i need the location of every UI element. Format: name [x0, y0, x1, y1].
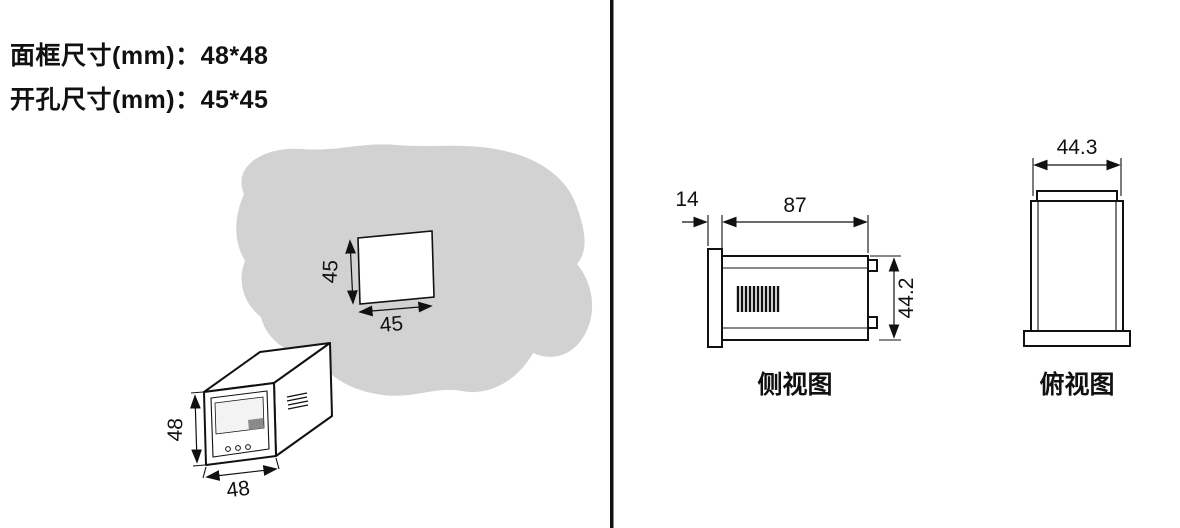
- side-view-drawing: 14 87 44.2 侧视图: [675, 188, 918, 399]
- body-depth-dim-label: 87: [783, 194, 806, 217]
- side-view-title: 侧视图: [757, 370, 832, 399]
- meter-width-dim-label: 48: [225, 477, 251, 503]
- header-text-block: 面框尺寸(mm)：48*48 开孔尺寸(mm)：45*45: [10, 34, 268, 122]
- ext-line: [202, 466, 207, 479]
- side-view-flange: [707, 248, 723, 348]
- meter-front-bezel: [210, 390, 270, 458]
- top-width-dim-label: 44.3: [1057, 136, 1098, 159]
- top-view-flange: [1023, 330, 1131, 347]
- header-cutout-size-text: 开孔尺寸(mm)：45*45: [10, 86, 269, 114]
- side-view-clip-top: [867, 259, 878, 272]
- panel-cutout-hole: [357, 230, 435, 305]
- cutout-height-dim-line: [345, 239, 358, 305]
- top-view-lip: [1036, 190, 1118, 202]
- top-view-title: 俯视图: [1039, 370, 1114, 399]
- ext-line: [190, 391, 204, 394]
- side-view-clip-bottom: [867, 316, 878, 329]
- meter-width-dim-line: [205, 465, 278, 481]
- meter-buttons: [225, 444, 251, 452]
- meter-3d-drawing: 48 48: [164, 342, 333, 503]
- meter-display-shade: [248, 418, 264, 430]
- meter-height-dim-line: [189, 394, 203, 464]
- header-frame-size-text: 面框尺寸(mm)：48*48: [10, 42, 269, 70]
- side-view-vent-grille: [736, 286, 780, 312]
- flange-depth-dim-label: 14: [675, 188, 699, 211]
- ext-line: [192, 464, 206, 467]
- cutout-width-dim-line: [358, 301, 433, 317]
- meter-side-vent: [286, 392, 309, 410]
- panel-cutout-diagram: 45 45: [236, 144, 593, 396]
- top-view-body: [1030, 200, 1124, 332]
- section-divider: [610, 0, 614, 528]
- side-view-body: [721, 255, 869, 341]
- top-view-drawing: 44.3 俯视图: [1023, 136, 1131, 399]
- side-height-dim-label: 44.2: [895, 278, 918, 319]
- ext-line: [275, 457, 280, 470]
- cutout-width-dim-label: 45: [379, 312, 404, 337]
- meter-height-dim-label: 48: [164, 418, 188, 442]
- cutout-height-dim-label: 45: [318, 259, 342, 284]
